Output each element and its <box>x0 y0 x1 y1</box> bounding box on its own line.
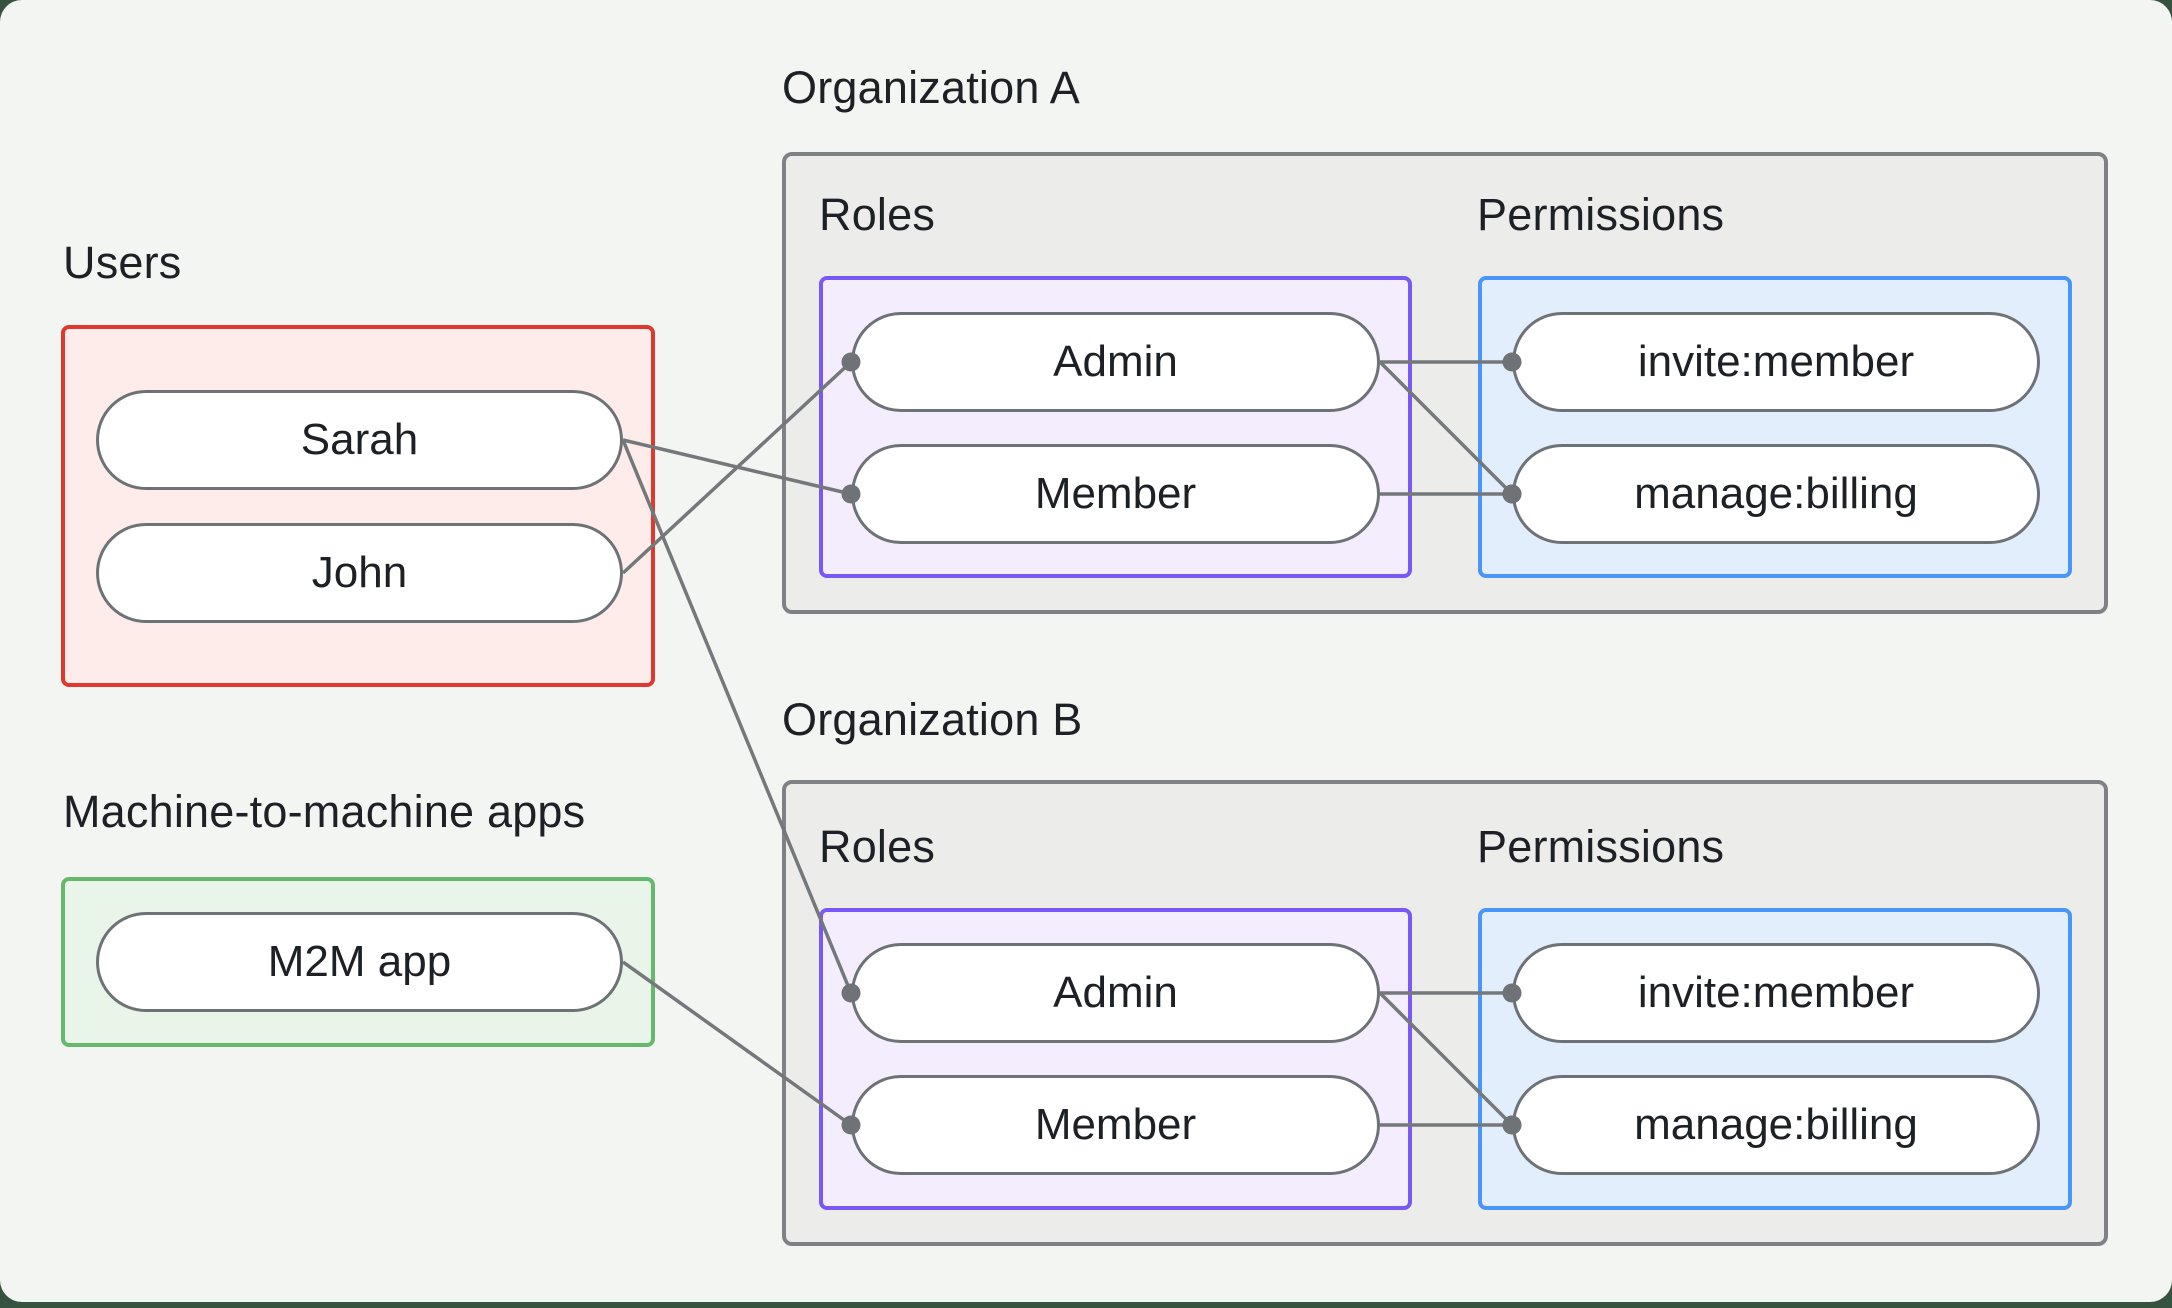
org-b-title: Organization B <box>782 694 1083 745</box>
org-b-roles-label: Roles <box>819 821 936 872</box>
org-a-role-member-node: Member <box>851 444 1380 544</box>
users-group-box <box>61 325 655 687</box>
org-b-role-admin-node: Admin <box>851 943 1380 1043</box>
user-node-sarah: Sarah <box>96 390 623 490</box>
org-b-perm-billing-node: manage:billing <box>1512 1075 2040 1175</box>
org-a-role-admin-node: Admin <box>851 312 1380 412</box>
org-b-role-member-node: Member <box>851 1075 1380 1175</box>
m2m-section-label: Machine-to-machine apps <box>63 786 586 837</box>
org-a-perm-invite-node: invite:member <box>1512 312 2040 412</box>
org-b-perm-invite-node: invite:member <box>1512 943 2040 1043</box>
org-a-title: Organization A <box>782 62 1080 113</box>
org-a-perm-billing-node: manage:billing <box>1512 444 2040 544</box>
org-a-roles-label: Roles <box>819 189 936 240</box>
user-node-john: John <box>96 523 623 623</box>
users-section-label: Users <box>63 237 182 288</box>
org-b-permissions-label: Permissions <box>1477 821 1725 872</box>
org-a-permissions-label: Permissions <box>1477 189 1725 240</box>
m2m-app-node: M2M app <box>96 912 623 1012</box>
